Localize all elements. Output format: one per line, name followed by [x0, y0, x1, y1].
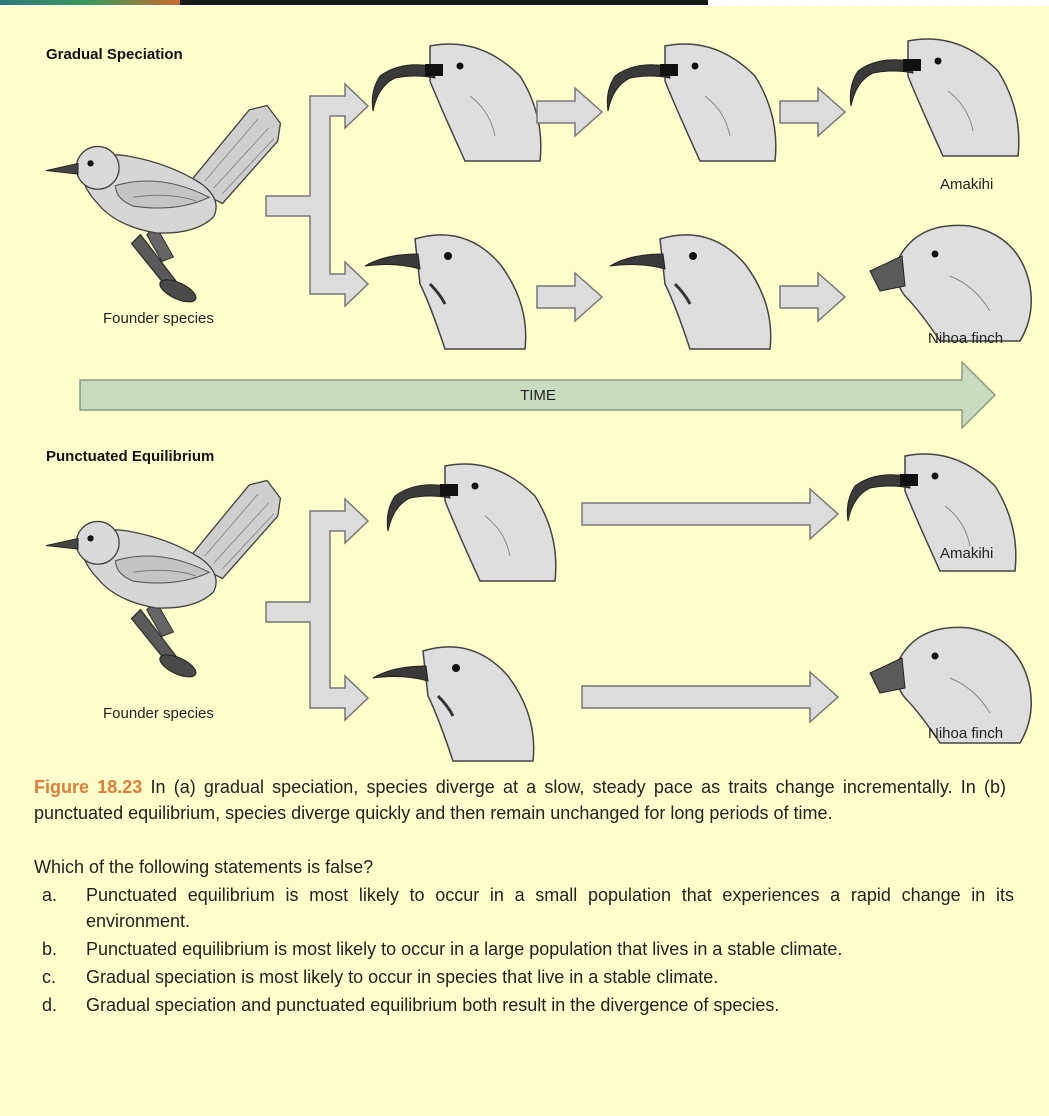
founder-bird-top: [46, 105, 280, 306]
amakihi-label-top: Amakihi: [940, 176, 993, 193]
bird-early-upper: [387, 464, 556, 581]
choice-a: a. Punctuated equilibrium is most likely…: [34, 882, 1014, 934]
figure-panel: TIME Gradual Speciation Founder species …: [0, 6, 1049, 1116]
bird-stage1-upper: [372, 44, 541, 161]
choice-c: c. Gradual speciation is most likely to …: [34, 964, 1014, 990]
question-block: Which of the following statements is fal…: [34, 854, 1014, 1020]
top-bar-accent: [0, 0, 180, 5]
gradual-speciation-title: Gradual Speciation: [46, 46, 183, 63]
step-arrow: [537, 273, 602, 321]
choice-text: Punctuated equilibrium is most likely to…: [86, 882, 1014, 934]
bird-nihoa-finch-top: [870, 225, 1031, 341]
nihoa-finch-label-top: Nihoa finch: [928, 330, 1003, 347]
bird-stage1-lower: [365, 235, 526, 349]
figure-caption: Figure 18.23 In (a) gradual speciation, …: [34, 774, 1006, 826]
speciation-figure: TIME Gradual Speciation Founder species …: [0, 6, 1049, 766]
top-dark-bar: [0, 0, 708, 5]
question-stem: Which of the following statements is fal…: [34, 854, 1014, 880]
choice-letter: b.: [34, 936, 86, 962]
choice-text: Gradual speciation and punctuated equili…: [86, 992, 1014, 1018]
bird-amakihi-top: [850, 39, 1019, 156]
figure-number: Figure 18.23: [34, 777, 142, 797]
amakihi-label-bottom: Amakihi: [940, 545, 993, 562]
founder-bird-bottom: [46, 480, 280, 681]
choice-d: d. Gradual speciation and punctuated equ…: [34, 992, 1014, 1018]
punctuated-equilibrium-title: Punctuated Equilibrium: [46, 448, 214, 465]
bird-stage2-upper: [607, 44, 776, 161]
founder-label-bottom: Founder species: [103, 705, 214, 722]
choice-text: Gradual speciation is most likely to occ…: [86, 964, 1014, 990]
speciation-illustration: TIME: [0, 6, 1049, 766]
branch-arrow-top: [266, 84, 368, 306]
caption-text: In (a) gradual speciation, species diver…: [34, 777, 1006, 823]
step-arrow: [780, 273, 845, 321]
founder-label-top: Founder species: [103, 310, 214, 327]
long-arrow-upper: [582, 489, 838, 539]
time-label: TIME: [520, 387, 556, 404]
choice-text: Punctuated equilibrium is most likely to…: [86, 936, 1014, 962]
long-arrow-lower: [582, 672, 838, 722]
nihoa-finch-label-bottom: Nihoa finch: [928, 725, 1003, 742]
choice-letter: c.: [34, 964, 86, 990]
step-arrow: [780, 88, 845, 136]
step-arrow: [537, 88, 602, 136]
bird-stage2-lower: [610, 235, 771, 349]
choice-letter: d.: [34, 992, 86, 1018]
choice-letter: a.: [34, 882, 86, 934]
choice-b: b. Punctuated equilibrium is most likely…: [34, 936, 1014, 962]
bird-early-lower: [373, 647, 534, 761]
branch-arrow-bottom: [266, 499, 368, 720]
